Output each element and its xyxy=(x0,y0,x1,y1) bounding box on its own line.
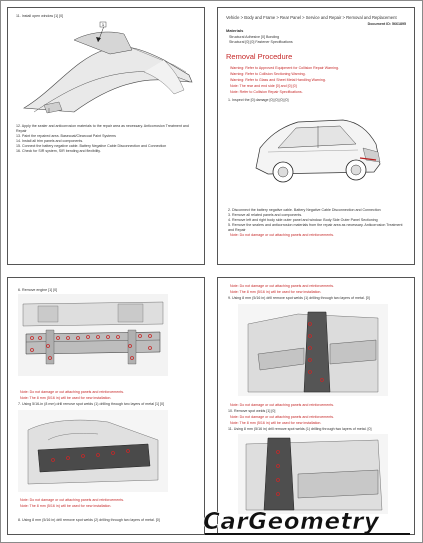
step-11: 11. Using 8 mm (5/16 in) drill remove sp… xyxy=(228,427,372,431)
note-line: Note: The 8 mm (5/16 in) will be used fo… xyxy=(230,290,322,294)
note-line: Note: Do not damage or cut attaching pan… xyxy=(230,284,335,288)
rear-floor-panel-illustration xyxy=(18,294,168,376)
note-line: Note: Do not damage or cut attaching pan… xyxy=(230,415,335,419)
rear-panel-spot-weld-illustration xyxy=(18,410,168,492)
svg-text:1: 1 xyxy=(102,22,105,27)
warning-line: Warning: Refer to Glass and Sheet Metal … xyxy=(230,78,326,82)
note-line: Note: The 8 mm (5/16 in) will be used fo… xyxy=(20,504,112,508)
note-line: Note: The 8 mm (5/16 in) will be used fo… xyxy=(230,421,322,425)
side-pillar-illustration xyxy=(238,304,388,396)
step-13: 13. Paint the repaired area. Basecoat/Cl… xyxy=(16,134,116,138)
document-id: Document ID: 5661895 xyxy=(367,22,406,26)
rear-body-illustration: 1 xyxy=(23,21,193,114)
step-14: 14. Install all trim panels and componen… xyxy=(16,139,84,143)
step-8: 8. Using 8 mm (5/16 in) drill remove spo… xyxy=(18,518,160,522)
page-4: Note: Do not damage or cut attaching pan… xyxy=(217,277,415,535)
step-12: 12. Apply the sealer and anticorrosion m… xyxy=(16,124,189,133)
warning-line: Warning: Refer to Approved Equipment for… xyxy=(230,66,339,70)
note-line: Note: Do not damage or cut attaching pan… xyxy=(230,403,335,407)
step-2: 2. Disconnect the battery negative cable… xyxy=(228,208,381,212)
note-line: Note: Do not damage or cut attaching pan… xyxy=(20,390,125,394)
warning-line: Warning: Refer to Collision Sectioning W… xyxy=(230,72,306,76)
cargeometry-logo: CarGeometry xyxy=(203,509,418,537)
step-5: 5. Remove the sealers and anticorrosion … xyxy=(228,223,403,232)
step-15: 15. Connect the battery negative cable. … xyxy=(16,144,167,148)
procedure-heading: Removal Procedure xyxy=(226,52,293,61)
note-line: Note: Refer to Collision Repair Specific… xyxy=(230,90,303,94)
step-6: 6. Remove engine [1] [0] xyxy=(18,288,58,292)
materials-heading: Materials xyxy=(226,28,244,33)
side-sill-illustration xyxy=(238,434,388,514)
material-item: Structural [0] [0] Fastener Specificatio… xyxy=(229,40,293,44)
page-1: 11. Install open window [1] [0] 1 12. Ap… xyxy=(7,7,205,265)
watermark-text: CarGeometry xyxy=(203,509,380,536)
page-2: Vehicle > Body and Frame > Rear Panel > … xyxy=(217,7,415,265)
material-item: Structural Adhesive [0] Bonding xyxy=(229,35,280,39)
step-1: 1. Inspect the [0] damage [0] [0] [0] [0… xyxy=(228,98,289,102)
breadcrumb[interactable]: Vehicle > Body and Frame > Rear Panel > … xyxy=(226,15,397,20)
note-line: Note: Do not damage or cut attaching pan… xyxy=(230,233,335,237)
step-16: 16. Check for SIR system, SIR bending an… xyxy=(16,149,101,153)
step-4: 4. Remove left and right body side outer… xyxy=(228,218,378,222)
step-10: 10. Remove spot welds [1] [0] xyxy=(228,409,276,413)
step-9: 9. Using 8 mm (5/16 in) drill remove spo… xyxy=(228,296,370,300)
step-7: 7. Using 5/16-in (8 mm) drill remove spo… xyxy=(18,402,165,406)
logo-underline xyxy=(205,533,410,535)
note-line: Note: The 8 mm (5/16 in) will be used fo… xyxy=(20,396,112,400)
step-11: 11. Install open window [1] [0] xyxy=(16,14,64,18)
step-3: 3. Remove all related panels and compone… xyxy=(228,213,303,217)
note-line: Note: Do not damage or cut attaching pan… xyxy=(20,498,125,502)
suv-vehicle-illustration xyxy=(255,119,381,183)
note-line: Note: The rear and end side [0] and [0] … xyxy=(230,84,297,88)
page-3: 6. Remove engine [1] [0] Note: Do not da… xyxy=(7,277,205,535)
